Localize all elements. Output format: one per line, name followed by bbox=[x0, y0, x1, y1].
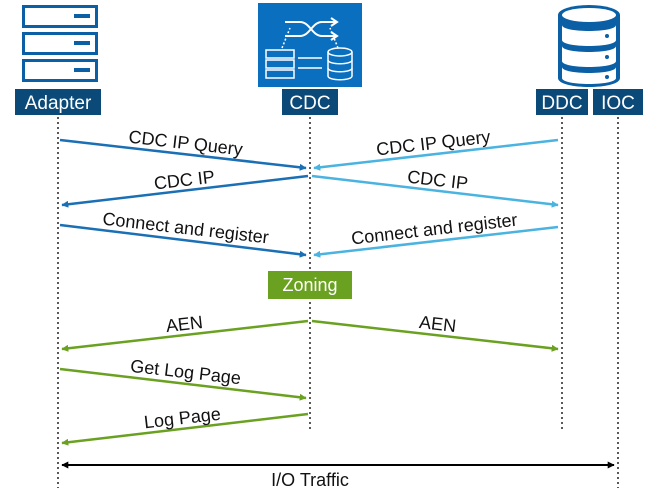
label-cdc-ip-adapter: CDC IP bbox=[153, 167, 216, 194]
participant-cdc: CDC bbox=[282, 89, 338, 115]
arrow-cdc-ip-ddc bbox=[311, 174, 559, 208]
arrow-cdc-ip-query-adapter bbox=[59, 138, 307, 171]
label-io-traffic: I/O Traffic bbox=[271, 470, 349, 490]
arrow-get-log-page bbox=[59, 367, 307, 401]
participant-ddc-label: DDC bbox=[541, 93, 582, 114]
arrow-log-page bbox=[61, 412, 309, 446]
server-stack-icon bbox=[22, 5, 98, 82]
arrow-connect-register-adapter bbox=[59, 223, 307, 258]
participant-ioc: IOC bbox=[593, 89, 643, 115]
participant-cdc-label: CDC bbox=[289, 93, 330, 114]
zoning-label: Zoning bbox=[282, 275, 337, 295]
arrow-cdc-ip-adapter bbox=[61, 174, 309, 208]
arrow-cdc-ip-query-ddc bbox=[313, 138, 559, 171]
network-exchange-icon bbox=[258, 3, 362, 87]
arrow-connect-register-ddc bbox=[313, 225, 559, 258]
participant-adapter-label: Adapter bbox=[25, 93, 92, 114]
participant-ddc: DDC bbox=[536, 89, 588, 115]
label-connect-register-ddc: Connect and register bbox=[350, 210, 518, 249]
arrow-aen-adapter bbox=[61, 319, 309, 352]
database-icon bbox=[558, 5, 620, 87]
participant-ioc-label: IOC bbox=[601, 93, 635, 114]
zoning-badge: Zoning bbox=[268, 271, 352, 299]
participant-adapter: Adapter bbox=[15, 89, 101, 115]
label-aen-adapter: AEN bbox=[165, 312, 204, 336]
label-aen-ddc: AEN bbox=[418, 312, 457, 336]
label-connect-register-adapter: Connect and register bbox=[102, 209, 270, 248]
label-log-page: Log Page bbox=[143, 404, 222, 433]
arrow-aen-ddc bbox=[311, 319, 559, 352]
